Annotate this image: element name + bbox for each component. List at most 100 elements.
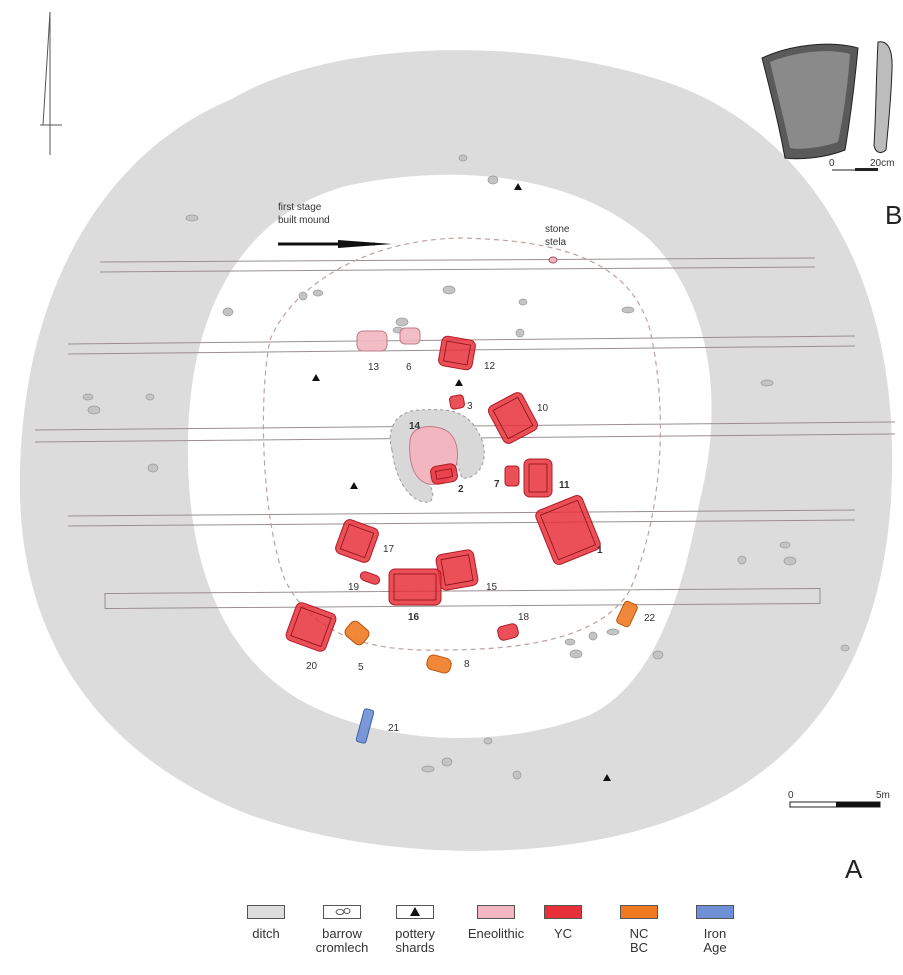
grave-label-15: 15	[486, 582, 498, 593]
grave-label-2: 2	[458, 484, 464, 495]
stela-drawing	[761, 41, 893, 171]
scattered-stones	[82, 154, 850, 780]
grave-label-6: 6	[406, 362, 412, 373]
plan-scale-bar	[789, 801, 881, 808]
grave-label-7: 7	[494, 479, 500, 490]
grave-7	[504, 465, 520, 487]
pottery-shards	[312, 183, 611, 781]
stone	[147, 463, 159, 473]
grave-12-pit	[442, 340, 472, 366]
stone	[569, 649, 583, 659]
grave-label-11: 11	[559, 480, 570, 491]
grave-22	[616, 600, 638, 628]
legend-label-iron: Iron Age	[703, 926, 727, 955]
stone	[518, 298, 528, 306]
legend-swatch-barrow	[323, 905, 361, 919]
legend-swatch-ditch	[247, 905, 285, 919]
mound-outline	[262, 237, 662, 651]
pottery-shard-marker	[455, 379, 463, 386]
stone	[606, 628, 620, 636]
grave-11	[523, 458, 553, 498]
pottery-shard-marker	[312, 374, 320, 381]
grave-5	[344, 620, 370, 646]
grave-16-pit	[393, 573, 437, 601]
stone	[87, 405, 101, 415]
panel-label-a: A	[845, 854, 863, 884]
survey-lines	[34, 257, 896, 609]
grave-features	[285, 256, 638, 744]
ditch-ring	[19, 50, 893, 851]
grave-15-pit	[440, 554, 474, 586]
stone	[395, 317, 409, 327]
stone	[312, 289, 324, 297]
grave-1-pit	[539, 499, 597, 561]
pottery-shard-marker	[603, 774, 611, 781]
grave-13	[356, 330, 388, 352]
first-stage-arrow	[278, 240, 392, 248]
stone	[441, 757, 453, 767]
grave-label-1: 1	[597, 545, 603, 556]
legend-label-pottery: pottery shards	[395, 926, 435, 955]
legend-swatch-yc	[544, 905, 582, 919]
stela-scale-start: 0	[829, 158, 835, 169]
grave-label-21: 21	[388, 723, 400, 734]
plan-scale-start: 0	[788, 790, 794, 801]
stone	[737, 555, 747, 565]
stone	[760, 379, 774, 387]
stone	[588, 631, 598, 641]
stone	[783, 556, 797, 566]
grave-17-pit	[339, 523, 375, 559]
grave-label-12: 12	[484, 361, 496, 372]
legend-label-barrow: barrow cromlech	[315, 926, 369, 955]
legend-eneolithic: Eneolithic	[456, 905, 536, 941]
stone	[185, 214, 199, 222]
legend-ditch: ditch	[238, 905, 294, 941]
grave-21	[355, 708, 375, 744]
grave-15	[435, 549, 479, 591]
grave-8	[426, 654, 452, 674]
stela-scale-end: 20cm	[870, 158, 894, 169]
stone	[652, 650, 664, 660]
stone	[515, 328, 525, 338]
legend-barrow: barrow cromlech	[306, 905, 378, 955]
grave-18	[497, 623, 519, 641]
barrow-icon	[335, 908, 351, 915]
grave-20-pit	[290, 606, 332, 648]
legend-swatch-iron	[696, 905, 734, 919]
grave-label-13: 13	[368, 362, 380, 373]
grave-label-16: 16	[408, 612, 420, 623]
grave-label-20: 20	[306, 661, 318, 672]
grave-17	[335, 519, 379, 563]
grave-label-3: 3	[467, 401, 473, 412]
legend-iron: Iron Age	[692, 905, 738, 955]
grave-label-22: 22	[644, 613, 656, 624]
plan-scale-end: 5m	[876, 790, 890, 801]
north-arrow	[40, 11, 62, 155]
stone	[458, 154, 468, 162]
grave-11-pit	[528, 463, 548, 493]
panel-label-b: B	[885, 200, 902, 230]
legend-swatch-eneolithic	[477, 905, 515, 919]
grave-label-5: 5	[358, 662, 364, 673]
stone	[222, 307, 234, 317]
grave-label-18: 18	[518, 612, 530, 623]
grave-16	[388, 568, 442, 606]
stone	[487, 175, 499, 185]
pottery-shard-marker	[514, 183, 522, 190]
stone-stela-marker	[548, 256, 558, 264]
stone	[442, 285, 456, 295]
grave-label-19: 19	[348, 582, 360, 593]
legend-label-nc: NC BC	[629, 926, 649, 955]
grave-10	[487, 392, 539, 444]
stone	[621, 306, 635, 314]
grave-3	[449, 394, 465, 410]
grave-label-17: 17	[383, 544, 395, 555]
stone	[512, 770, 522, 780]
grave-1	[535, 495, 601, 565]
grave-label-8: 8	[464, 659, 470, 670]
grave-label-14: 14	[409, 421, 421, 432]
